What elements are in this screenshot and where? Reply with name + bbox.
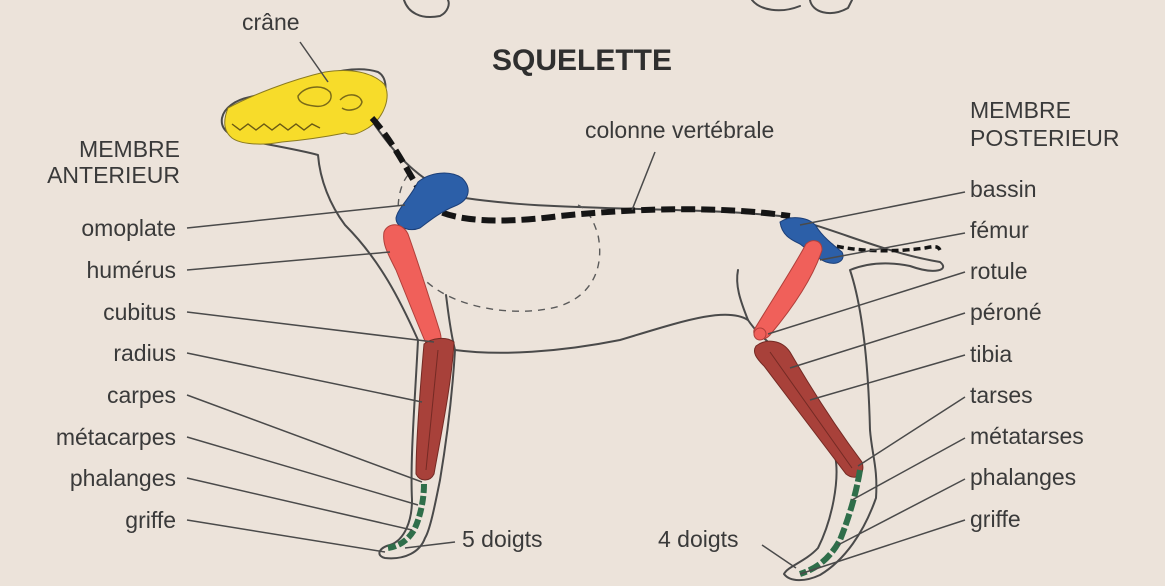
leader-tibia <box>810 355 965 400</box>
leader-tarses <box>858 397 965 466</box>
leader-radius <box>187 353 422 402</box>
rear-heading-line1: MEMBRE <box>970 97 1071 123</box>
leader-griffe-rear <box>800 520 965 574</box>
leader-phalanges-front <box>187 478 412 530</box>
label-metacarpes: métacarpes <box>56 424 176 450</box>
front-heading-line1: MEMBRE <box>79 136 180 162</box>
tibia-fibula-split <box>770 352 852 468</box>
top-figure-fragment-left <box>404 0 449 17</box>
label-humerus: humérus <box>87 257 176 283</box>
label-cubitus: cubitus <box>103 299 176 325</box>
label-femur: fémur <box>970 217 1029 243</box>
front-heading-line2: ANTERIEUR <box>47 162 180 188</box>
diagram-title: SQUELETTE <box>492 44 672 77</box>
leader-cubitus <box>187 312 434 342</box>
skull <box>225 71 387 145</box>
label-carpes: carpes <box>107 382 176 408</box>
leader-omoplate <box>187 205 405 228</box>
label-bassin: bassin <box>970 176 1036 202</box>
label-omoplate: omoplate <box>81 215 176 241</box>
label-tibia: tibia <box>970 341 1012 367</box>
label-perone: péroné <box>970 299 1042 325</box>
rear-tarsal-metatarsal-bones <box>800 470 860 574</box>
hind-thigh-contour <box>737 270 748 320</box>
leader-4-doigts <box>762 545 796 568</box>
label-5-doigts: 5 doigts <box>462 526 543 552</box>
label-metatarses: métatarses <box>970 423 1084 449</box>
label-rotule: rotule <box>970 258 1028 284</box>
label-tarses: tarses <box>970 382 1033 408</box>
leader-griffe-front <box>187 520 385 552</box>
rear-heading-line2: POSTERIEUR <box>970 125 1120 151</box>
scapula-bone <box>396 173 468 229</box>
label-phalanges-rear: phalanges <box>970 464 1076 490</box>
leader-carpes <box>187 395 422 482</box>
label-colonne: colonne vertébrale <box>585 117 774 143</box>
label-griffe-front: griffe <box>125 507 176 533</box>
label-crane: crâne <box>242 9 300 35</box>
leader-bassin <box>800 192 965 225</box>
leader-5-doigts <box>405 542 455 548</box>
radius-ulna-bone <box>416 338 454 480</box>
label-griffe-rear: griffe <box>970 506 1021 532</box>
label-4-doigts: 4 doigts <box>658 526 739 552</box>
label-radius: radius <box>113 340 176 366</box>
top-figure-fragment-right <box>752 0 852 13</box>
front-carpal-bones <box>388 484 424 548</box>
leader-metacarpes <box>187 437 418 505</box>
leader-humerus <box>187 252 390 270</box>
leader-perone <box>790 313 965 368</box>
femur-bone <box>754 241 822 340</box>
label-phalanges-front: phalanges <box>70 465 176 491</box>
dog-outline <box>222 69 943 580</box>
patella-bone <box>754 328 766 340</box>
leader-spine <box>632 152 655 210</box>
leader-metatarses <box>852 438 965 500</box>
